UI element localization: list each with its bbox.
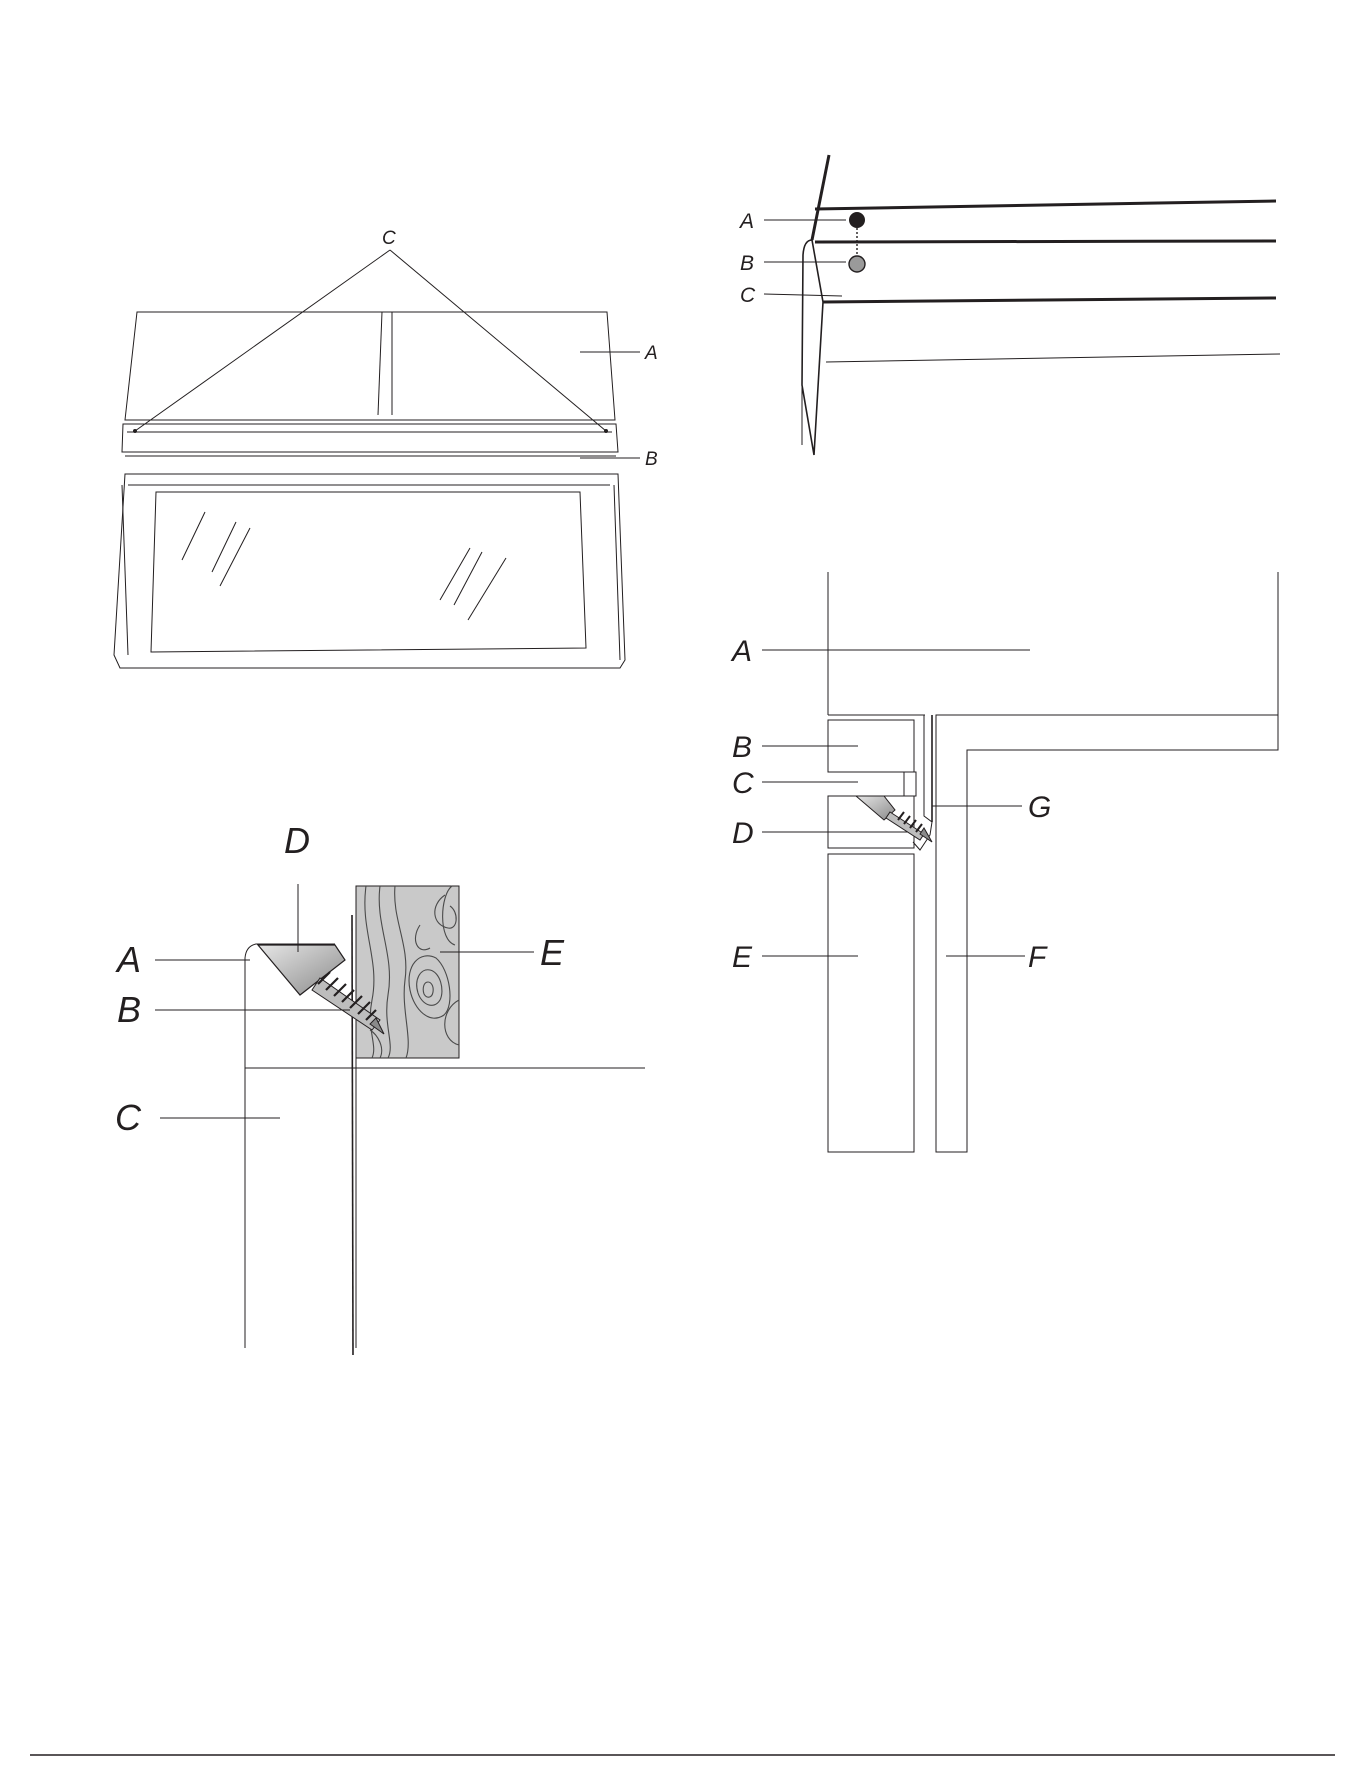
hood-seam-left <box>378 312 382 415</box>
fig4-label-c: C <box>732 767 754 800</box>
hood-lower-body <box>114 474 625 668</box>
fig1-label-c: C <box>382 228 396 249</box>
upper-rail-bottom <box>815 241 1276 242</box>
lower-rail-top <box>823 298 1276 302</box>
fig2-label-c: C <box>740 284 756 307</box>
leader-c-left <box>135 250 390 431</box>
leader-c-right <box>390 250 606 431</box>
fig4-label-e: E <box>732 941 753 974</box>
side-panel-edge <box>802 240 823 455</box>
spacer <box>904 772 916 796</box>
screw-cap-a <box>849 212 865 228</box>
fig4-label-a: A <box>730 635 752 668</box>
fig3-label-c: C <box>115 1097 142 1138</box>
hood-left-edge <box>122 485 128 655</box>
fig3-label-b: B <box>117 989 141 1030</box>
glass-glare-marks <box>182 512 506 620</box>
figure-4-cross-section: A B C D E F G <box>730 572 1278 1152</box>
l-panel-f <box>936 715 1278 1152</box>
fig2-label-a: A <box>738 210 754 233</box>
screw-hole-b <box>849 256 865 272</box>
lower-rail-bottom <box>826 354 1280 362</box>
fig3-label-e: E <box>540 932 565 973</box>
fig1-label-b: B <box>645 449 658 470</box>
hood-band <box>122 424 618 452</box>
fig4-label-b: B <box>732 731 752 764</box>
upper-rail-top <box>815 201 1276 209</box>
fig3-label-a: A <box>115 939 141 980</box>
panel-right-wall <box>352 915 353 1355</box>
fig4-screw <box>856 796 932 842</box>
fig4-label-d: D <box>732 817 754 850</box>
hood-upper-panel <box>125 312 615 420</box>
fig3-label-d: D <box>284 820 310 861</box>
fig4-screw-shank <box>886 812 924 840</box>
hood-glass-panel <box>151 492 586 652</box>
fig1-label-a: A <box>644 343 658 364</box>
figure-3-screw-into-wood: D A B C E <box>115 820 645 1355</box>
wall-edge <box>812 155 829 240</box>
block-e <box>828 854 914 1152</box>
figure-1-hood-front: C A B <box>114 228 658 668</box>
fig4-label-f: F <box>1028 941 1048 974</box>
fig4-label-g: G <box>1028 791 1051 824</box>
figure-2-corner-closeup: A B C <box>738 155 1280 455</box>
fig2-label-b: B <box>740 252 754 275</box>
